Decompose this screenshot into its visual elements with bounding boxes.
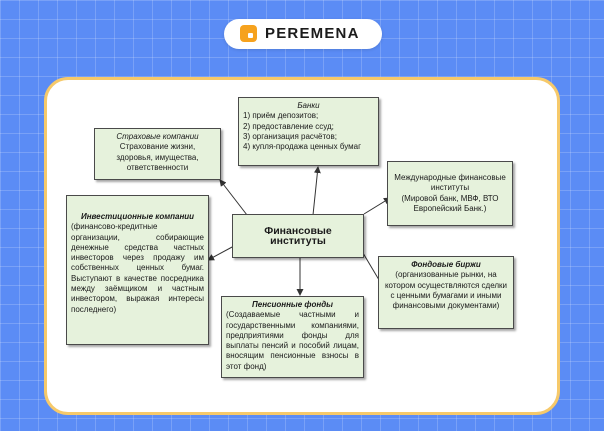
arrow-to-insurance (219, 179, 248, 216)
international-text: (Мировой банк, МВФ, ВТО Европейский Банк… (401, 193, 499, 213)
pension-box: Пенсионные фонды (Создаваемые частными и… (221, 296, 364, 378)
center-box: Финансовые институты (232, 214, 364, 258)
pension-title: Пенсионные фонды (252, 300, 333, 309)
investment-box: Инвестиционные компании (финансово-креди… (66, 195, 209, 345)
exchanges-title: Фондовые биржи (411, 260, 481, 269)
banks-title: Банки (297, 101, 320, 110)
banks-item: 1) приём депозитов; (243, 111, 319, 121)
center-title: Финансовые институты (264, 224, 332, 247)
arrow-to-international (363, 197, 391, 215)
international-box: Международные финансовые институты (Миро… (387, 161, 513, 226)
arrow-to-investment (207, 245, 235, 261)
insurance-box: Страховые компании Страхование жизни, зд… (94, 128, 221, 180)
exchanges-box: Фондовые биржи (организованные рынки, на… (378, 256, 514, 329)
arrow-to-banks (312, 166, 321, 216)
pension-text: (Создаваемые частными и государственными… (226, 310, 359, 371)
international-title: Международные финансовые институты (394, 173, 506, 193)
investment-text: (финансово-кредитные организации, собира… (71, 222, 204, 314)
investment-title: Инвестиционные компании (80, 212, 195, 221)
logo-square-icon (240, 25, 257, 42)
insurance-title: Страховые компании (116, 132, 199, 141)
brand-name: PEREMENA (265, 25, 360, 42)
insurance-text: Страхование жизни, здоровья, имущества, … (116, 142, 199, 172)
banks-box: Банки 1) приём депозитов; 2) предоставле… (238, 97, 379, 166)
banks-item: 3) организация расчётов; (243, 131, 337, 141)
banks-item: 2) предоставление ссуд; (243, 121, 334, 131)
brand-logo[interactable]: PEREMENA (224, 19, 382, 49)
exchanges-text: (организованные рынки, на котором осущес… (384, 270, 508, 311)
banks-item: 4) купля-продажа ценных бумаг (243, 142, 362, 152)
